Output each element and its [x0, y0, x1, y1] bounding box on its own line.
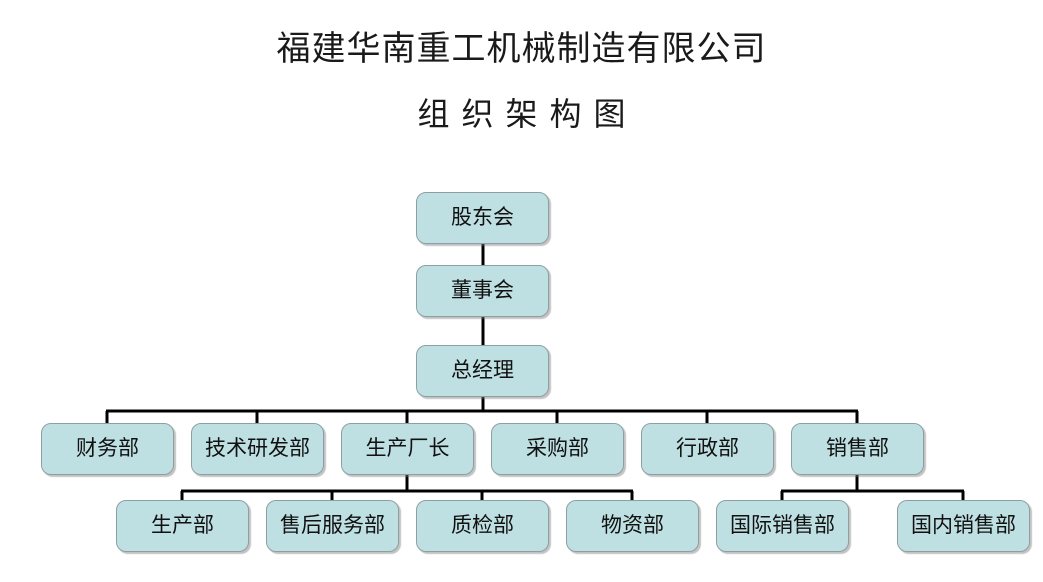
- node-purchasing-department[interactable]: 采购部: [491, 423, 624, 475]
- node-administration-department[interactable]: 行政部: [641, 423, 774, 475]
- node-label: 国内销售部: [911, 512, 1016, 537]
- node-label: 股东会: [451, 204, 514, 229]
- node-label: 售后服务部: [280, 512, 385, 537]
- node-label: 物资部: [601, 512, 664, 537]
- node-board-of-directors[interactable]: 董事会: [416, 265, 549, 317]
- node-quality-inspection-department[interactable]: 质检部: [416, 500, 549, 552]
- node-finance-department[interactable]: 财务部: [41, 423, 174, 475]
- node-label: 生产厂长: [365, 435, 450, 460]
- node-label: 技术研发部: [205, 435, 310, 460]
- node-materials-department[interactable]: 物资部: [566, 500, 699, 552]
- node-label: 销售部: [826, 435, 889, 460]
- node-label: 财务部: [76, 435, 139, 460]
- node-shareholders[interactable]: 股东会: [416, 192, 549, 244]
- node-label: 总经理: [451, 357, 514, 382]
- node-label: 董事会: [451, 277, 514, 302]
- node-after-sales-service-department[interactable]: 售后服务部: [266, 500, 399, 552]
- node-label: 采购部: [526, 435, 589, 460]
- node-label: 生产部: [151, 512, 214, 537]
- node-domestic-sales-department[interactable]: 国内销售部: [897, 500, 1030, 552]
- page-title: 福建华南重工机械制造有限公司: [276, 29, 767, 69]
- node-sales-department[interactable]: 销售部: [791, 423, 924, 475]
- node-general-manager[interactable]: 总经理: [416, 345, 549, 397]
- node-production-director[interactable]: 生产厂长: [341, 423, 474, 475]
- node-label: 质检部: [451, 512, 514, 537]
- node-label: 国际销售部: [730, 512, 835, 537]
- node-label: 行政部: [676, 435, 739, 460]
- node-rd-department[interactable]: 技术研发部: [191, 423, 324, 475]
- node-production-department[interactable]: 生产部: [116, 500, 249, 552]
- page-subtitle: 组织架构图: [417, 95, 638, 133]
- node-international-sales-department[interactable]: 国际销售部: [716, 500, 849, 552]
